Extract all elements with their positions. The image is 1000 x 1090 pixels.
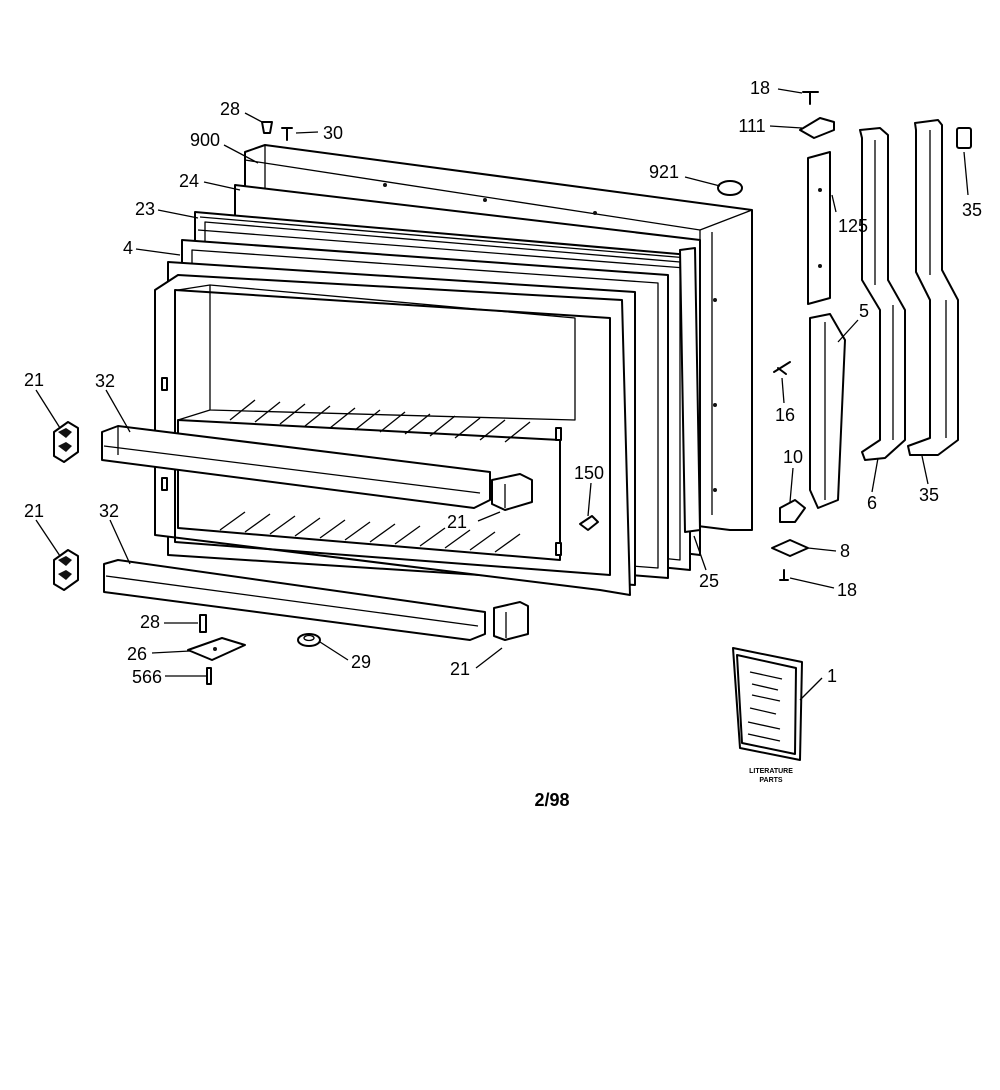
screw-566 xyxy=(206,667,212,685)
leader-lines xyxy=(35,88,969,701)
literature-book: LITERATURE PARTS xyxy=(732,647,803,784)
washer-29 xyxy=(297,633,321,647)
callout-566: 566 xyxy=(132,667,162,687)
callout-21-left-upper: 21 xyxy=(24,370,44,390)
callout-29: 29 xyxy=(351,652,371,672)
callout-25: 25 xyxy=(699,571,719,591)
screw-18-top xyxy=(802,91,819,105)
callout-1: 1 xyxy=(827,666,837,686)
callout-32-lower: 32 xyxy=(99,501,119,521)
callout-16: 16 xyxy=(775,405,795,425)
callout-30: 30 xyxy=(323,123,343,143)
end-cap-21-left-upper xyxy=(53,421,79,463)
callout-150: 150 xyxy=(574,463,604,483)
cap-35 xyxy=(956,127,972,149)
handle-6 xyxy=(859,127,906,461)
callout-921: 921 xyxy=(649,162,679,182)
literature-label-line2: PARTS xyxy=(759,777,783,784)
callout-6: 6 xyxy=(867,493,877,513)
callout-4: 4 xyxy=(123,238,133,258)
callout-21-right-upper: 21 xyxy=(447,512,467,532)
shelf-bar-upper xyxy=(101,425,491,509)
handle-35 xyxy=(907,119,959,456)
end-cap-21-right-lower xyxy=(493,601,529,641)
hinge-bracket-125 xyxy=(807,151,831,305)
shelf-bar-lower xyxy=(103,559,486,641)
callout-18-bottom: 18 xyxy=(837,580,857,600)
callout-28-bottom: 28 xyxy=(140,612,160,632)
callout-28-top: 28 xyxy=(220,99,240,119)
callout-35-top: 35 xyxy=(962,200,982,220)
callout-18-top: 18 xyxy=(750,78,770,98)
callout-21-right-lower: 21 xyxy=(450,659,470,679)
part-10 xyxy=(779,499,806,523)
callout-35-bottom: 35 xyxy=(919,485,939,505)
literature-label-line1: LITERATURE xyxy=(749,768,793,775)
callout-24: 24 xyxy=(179,171,199,191)
part-150 xyxy=(579,515,599,531)
callout-26: 26 xyxy=(127,644,147,664)
callout-8: 8 xyxy=(840,541,850,561)
screw-30 xyxy=(281,127,293,141)
hinge-111 xyxy=(799,117,835,139)
inner-door-liner xyxy=(154,247,701,596)
plug-921 xyxy=(717,180,743,196)
screw-18-bottom xyxy=(779,569,789,581)
end-cap-21-right-upper xyxy=(491,473,533,511)
screw-28-top xyxy=(261,121,273,134)
callout-32-upper: 32 xyxy=(95,371,115,391)
callout-5: 5 xyxy=(859,301,869,321)
callout-125: 125 xyxy=(838,216,868,236)
callout-111: 111 xyxy=(738,116,765,136)
screw-28-bottom xyxy=(199,614,207,633)
bracket-26 xyxy=(187,637,246,661)
screw-16 xyxy=(773,361,791,375)
part-8 xyxy=(771,539,809,557)
callout-23: 23 xyxy=(135,199,155,219)
callout-10: 10 xyxy=(783,447,803,467)
callout-21-left-lower: 21 xyxy=(24,501,44,521)
callout-900: 900 xyxy=(190,130,220,150)
date-code: 2/98 xyxy=(534,790,569,810)
hinge-bracket-5 xyxy=(809,313,846,509)
end-cap-21-left-lower xyxy=(53,549,79,591)
